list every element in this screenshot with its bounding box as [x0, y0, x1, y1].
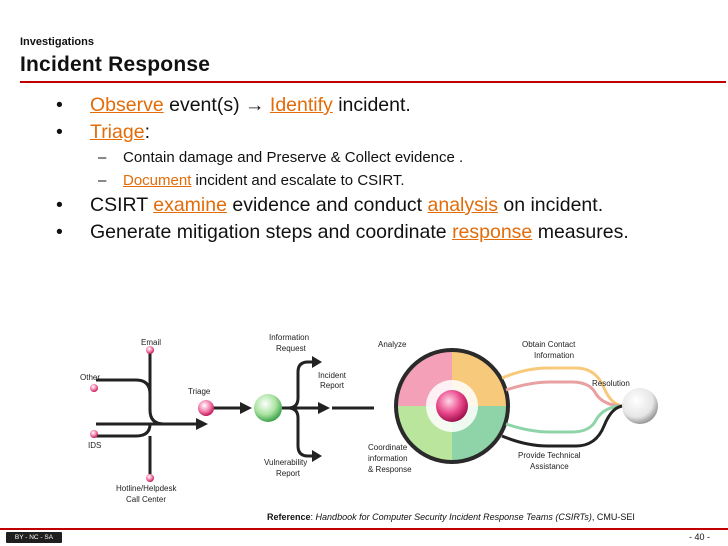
page-number: - 40 -	[688, 532, 710, 542]
subbullet-contain: –Contain damage and Preserve & Collect e…	[56, 147, 696, 168]
license-badge[interactable]: BY - NC - SA	[6, 532, 62, 543]
link-response[interactable]: response	[452, 221, 533, 243]
reference-note: Reference: Handbook for Computer Securit…	[267, 512, 635, 522]
center-node	[436, 390, 468, 422]
label-incident-report-2: Report	[320, 381, 345, 390]
reference-label: Reference	[267, 512, 311, 522]
arrow-icon	[312, 356, 322, 368]
subbullet-document: –Document incident and escalate to CSIRT…	[56, 170, 696, 191]
bullet-dot: •	[56, 221, 63, 243]
subbullet-dash: –	[98, 172, 107, 189]
label-coordinate-1: Coordinate	[368, 443, 408, 452]
bullet-list: • Observe event(s) → Identify incident. •…	[56, 93, 696, 247]
link-triage[interactable]: Triage	[90, 121, 145, 143]
link-examine[interactable]: examine	[153, 194, 227, 216]
bullet-text: Generate mitigation steps and coordinate	[90, 221, 453, 243]
label-info-request-1: Information	[269, 333, 309, 342]
bullet-triage: • Triage:	[56, 120, 696, 144]
analysis-node	[254, 394, 282, 422]
bullet-text: on incident.	[497, 194, 604, 216]
title-divider	[20, 81, 726, 83]
bullet-dot: •	[56, 194, 63, 216]
ids-dot	[90, 430, 98, 438]
link-identify[interactable]: Identify	[269, 94, 333, 116]
resolution-node	[622, 388, 658, 424]
arrow-icon	[312, 450, 322, 462]
bullet-dot: •	[56, 94, 63, 116]
subbullet-dash: –	[98, 149, 107, 166]
label-tech-assist-1: Provide Technical	[518, 451, 581, 460]
bullet-text: evidence and conduct	[226, 194, 428, 216]
label-obtain-1: Obtain Contact	[522, 340, 576, 349]
reference-suffix: , CMU-SEI	[591, 512, 635, 522]
subbullet-text: Contain damage and Preserve & Collect ev…	[123, 149, 464, 166]
label-coordinate-2: information	[368, 454, 408, 463]
label-other: Other	[80, 373, 100, 382]
output-ribbons	[501, 366, 625, 448]
input-lines	[96, 348, 216, 478]
hotline-dot	[146, 474, 154, 482]
label-vuln-report-1: Vulnerability	[264, 458, 307, 467]
bullet-text: measures.	[532, 221, 629, 243]
arrow-icon: →	[244, 94, 265, 116]
bullet-text: incident.	[332, 94, 411, 116]
label-hotline-2: Call Center	[126, 495, 166, 504]
reference-title[interactable]: Handbook for Computer Security Incident …	[315, 512, 592, 522]
footer-divider	[0, 528, 728, 530]
bullet-observe: • Observe event(s) → Identify incident.	[56, 93, 696, 117]
bullet-generate: • Generate mitigation steps and coordinat…	[56, 220, 696, 244]
arrow-icon	[240, 402, 252, 414]
arrow-icon	[196, 418, 208, 430]
arrow-icon	[318, 402, 330, 414]
reference-sep: :	[310, 512, 316, 522]
label-hotline-1: Hotline/Helpdesk	[116, 484, 177, 493]
label-vuln-report-2: Report	[276, 469, 301, 478]
label-coordinate-3: & Response	[368, 465, 412, 474]
bullet-text: CSIRT	[90, 194, 154, 216]
other-dot	[90, 384, 98, 392]
link-observe[interactable]: Observe	[90, 94, 164, 116]
subbullet-text: incident and escalate to CSIRT.	[191, 172, 405, 189]
label-incident-report-1: Incident	[318, 371, 347, 380]
label-analyze: Analyze	[378, 340, 407, 349]
email-dot	[146, 346, 154, 354]
label-tech-assist-2: Assistance	[530, 462, 569, 471]
section-label: Investigations	[20, 36, 94, 48]
response-cycle-wheel	[394, 348, 510, 464]
bullet-text: event(s)	[163, 94, 245, 116]
label-resolution: Resolution	[592, 379, 630, 388]
page-title: Incident Response	[20, 53, 211, 76]
label-info-request-2: Request	[276, 344, 307, 353]
label-email: Email	[141, 338, 161, 347]
label-obtain-2: Information	[534, 351, 574, 360]
link-document[interactable]: Document	[123, 172, 192, 189]
label-triage: Triage	[188, 387, 211, 396]
triage-node	[198, 400, 214, 416]
link-analysis[interactable]: analysis	[427, 194, 498, 216]
bullet-csirt: • CSIRT examine evidence and conduct anal…	[56, 193, 696, 217]
label-ids: IDS	[88, 441, 101, 450]
bullet-dot: •	[56, 121, 63, 143]
incident-response-diagram: Email Other IDS Hotline/Helpdesk Call Ce…	[80, 333, 658, 504]
split-lines	[282, 360, 318, 458]
bullet-text: :	[144, 121, 150, 143]
